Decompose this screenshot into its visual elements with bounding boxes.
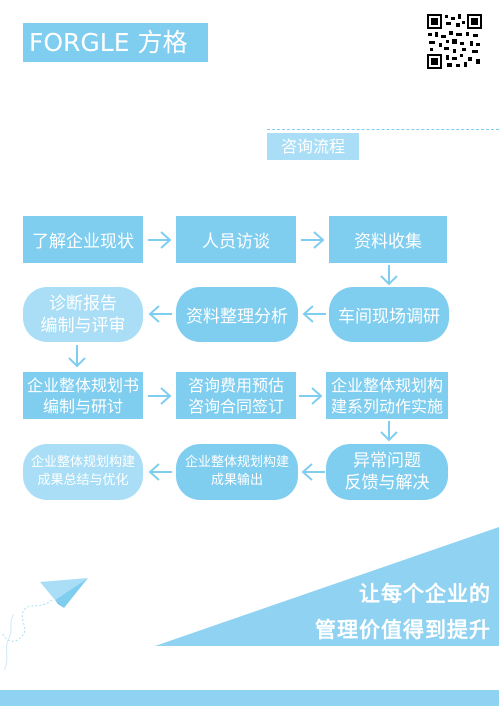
step-master-plan: 企业整体规划书 编制与研讨 xyxy=(23,372,143,419)
arrow-right-icon xyxy=(299,387,323,405)
arrow-right-icon xyxy=(148,387,172,405)
paper-plane-icon xyxy=(1,578,88,671)
arrow-down-icon xyxy=(380,421,398,442)
qr-code-icon xyxy=(426,13,483,70)
arrow-left-icon xyxy=(301,463,325,481)
step-label-2: 成果总结与优化 xyxy=(37,473,129,488)
section-divider xyxy=(267,129,499,130)
step-result-summary: 企业整体规划构建 成果总结与优化 xyxy=(23,444,143,500)
step-staff-interview: 人员访谈 xyxy=(176,216,296,263)
arrow-down-icon xyxy=(380,265,398,286)
step-label: 资料收集 xyxy=(354,232,422,252)
arrow-right-icon xyxy=(301,231,325,249)
step-label: 车间现场调研 xyxy=(338,307,440,327)
step-label: 人员访谈 xyxy=(202,232,270,252)
step-diagnosis-report: 诊断报告 编制与评审 xyxy=(23,287,143,342)
step-label-1: 企业整体规划书 xyxy=(26,375,139,395)
step-label-1: 企业整体规划构 xyxy=(330,375,443,395)
step-label-2: 咨询合同签订 xyxy=(187,396,284,416)
step-label: 了解企业现状 xyxy=(32,232,134,252)
step-label-1: 企业整体规划构建 xyxy=(30,455,135,470)
step-fee-contract: 咨询费用预估 咨询合同签订 xyxy=(176,372,296,419)
step-result-output: 企业整体规划构建 成果输出 xyxy=(176,444,298,500)
step-label-1: 咨询费用预估 xyxy=(187,375,284,395)
step-label-2: 反馈与解决 xyxy=(344,473,430,493)
section-title: 咨询流程 xyxy=(267,133,359,160)
arrow-left-icon xyxy=(302,305,326,323)
step-label-1: 异常问题 xyxy=(353,451,421,471)
brand-title: FORGLE 方格 xyxy=(23,23,208,62)
step-label-1: 企业整体规划构建 xyxy=(184,455,289,470)
step-workshop-research: 车间现场调研 xyxy=(329,287,449,342)
slogan-line-1: 让每个企业的 xyxy=(359,582,491,606)
arrow-left-icon xyxy=(148,463,172,481)
arrow-left-icon xyxy=(148,305,172,323)
step-label-2: 编制与评审 xyxy=(40,315,126,336)
step-issue-feedback: 异常问题 反馈与解决 xyxy=(326,444,448,500)
step-data-collection: 资料收集 xyxy=(329,216,447,263)
step-label-1: 诊断报告 xyxy=(49,293,117,314)
step-data-analysis: 资料整理分析 xyxy=(176,287,298,342)
step-label: 资料整理分析 xyxy=(186,307,288,327)
step-plan-implementation: 企业整体规划构 建系列动作实施 xyxy=(326,372,448,419)
arrow-down-icon xyxy=(68,345,86,368)
step-label-2: 编制与研讨 xyxy=(42,396,123,416)
slogan-line-2: 管理价值得到提升 xyxy=(315,618,491,642)
step-understand-status: 了解企业现状 xyxy=(23,216,143,263)
arrow-right-icon xyxy=(148,231,172,249)
step-label-2: 建系列动作实施 xyxy=(330,396,443,416)
step-label-2: 成果输出 xyxy=(210,473,263,488)
